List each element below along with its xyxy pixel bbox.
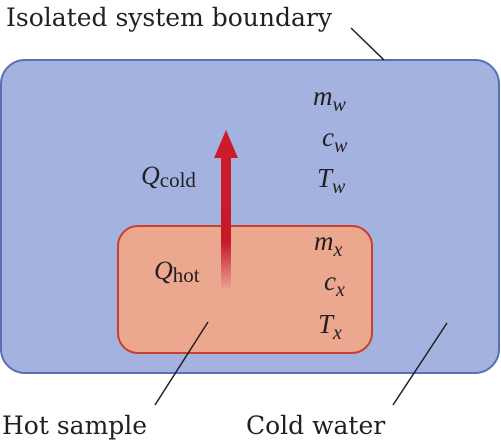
cold-water-label: Cold water [246,411,385,440]
hot-sample-pointer-line [154,321,209,406]
boundary-pointer-line [350,27,385,61]
boundary-label: Isolated system boundary [6,3,333,32]
sample-specific-heat-var: cx [324,266,345,301]
cold-water-pointer-line [392,322,448,406]
water-specific-heat-var: cw [322,122,348,157]
hot-sample-region [117,225,373,354]
water-temperature-var: Tw [317,163,346,198]
hot-sample-label: Hot sample [2,411,147,440]
q-hot-label: Qhot [154,256,200,287]
q-cold-label: Qcold [141,161,196,192]
heat-flow-arrow [214,130,238,288]
sample-temperature-var: Tx [318,309,342,344]
sample-mass-var: mx [314,226,343,261]
water-mass-var: mw [313,81,347,116]
